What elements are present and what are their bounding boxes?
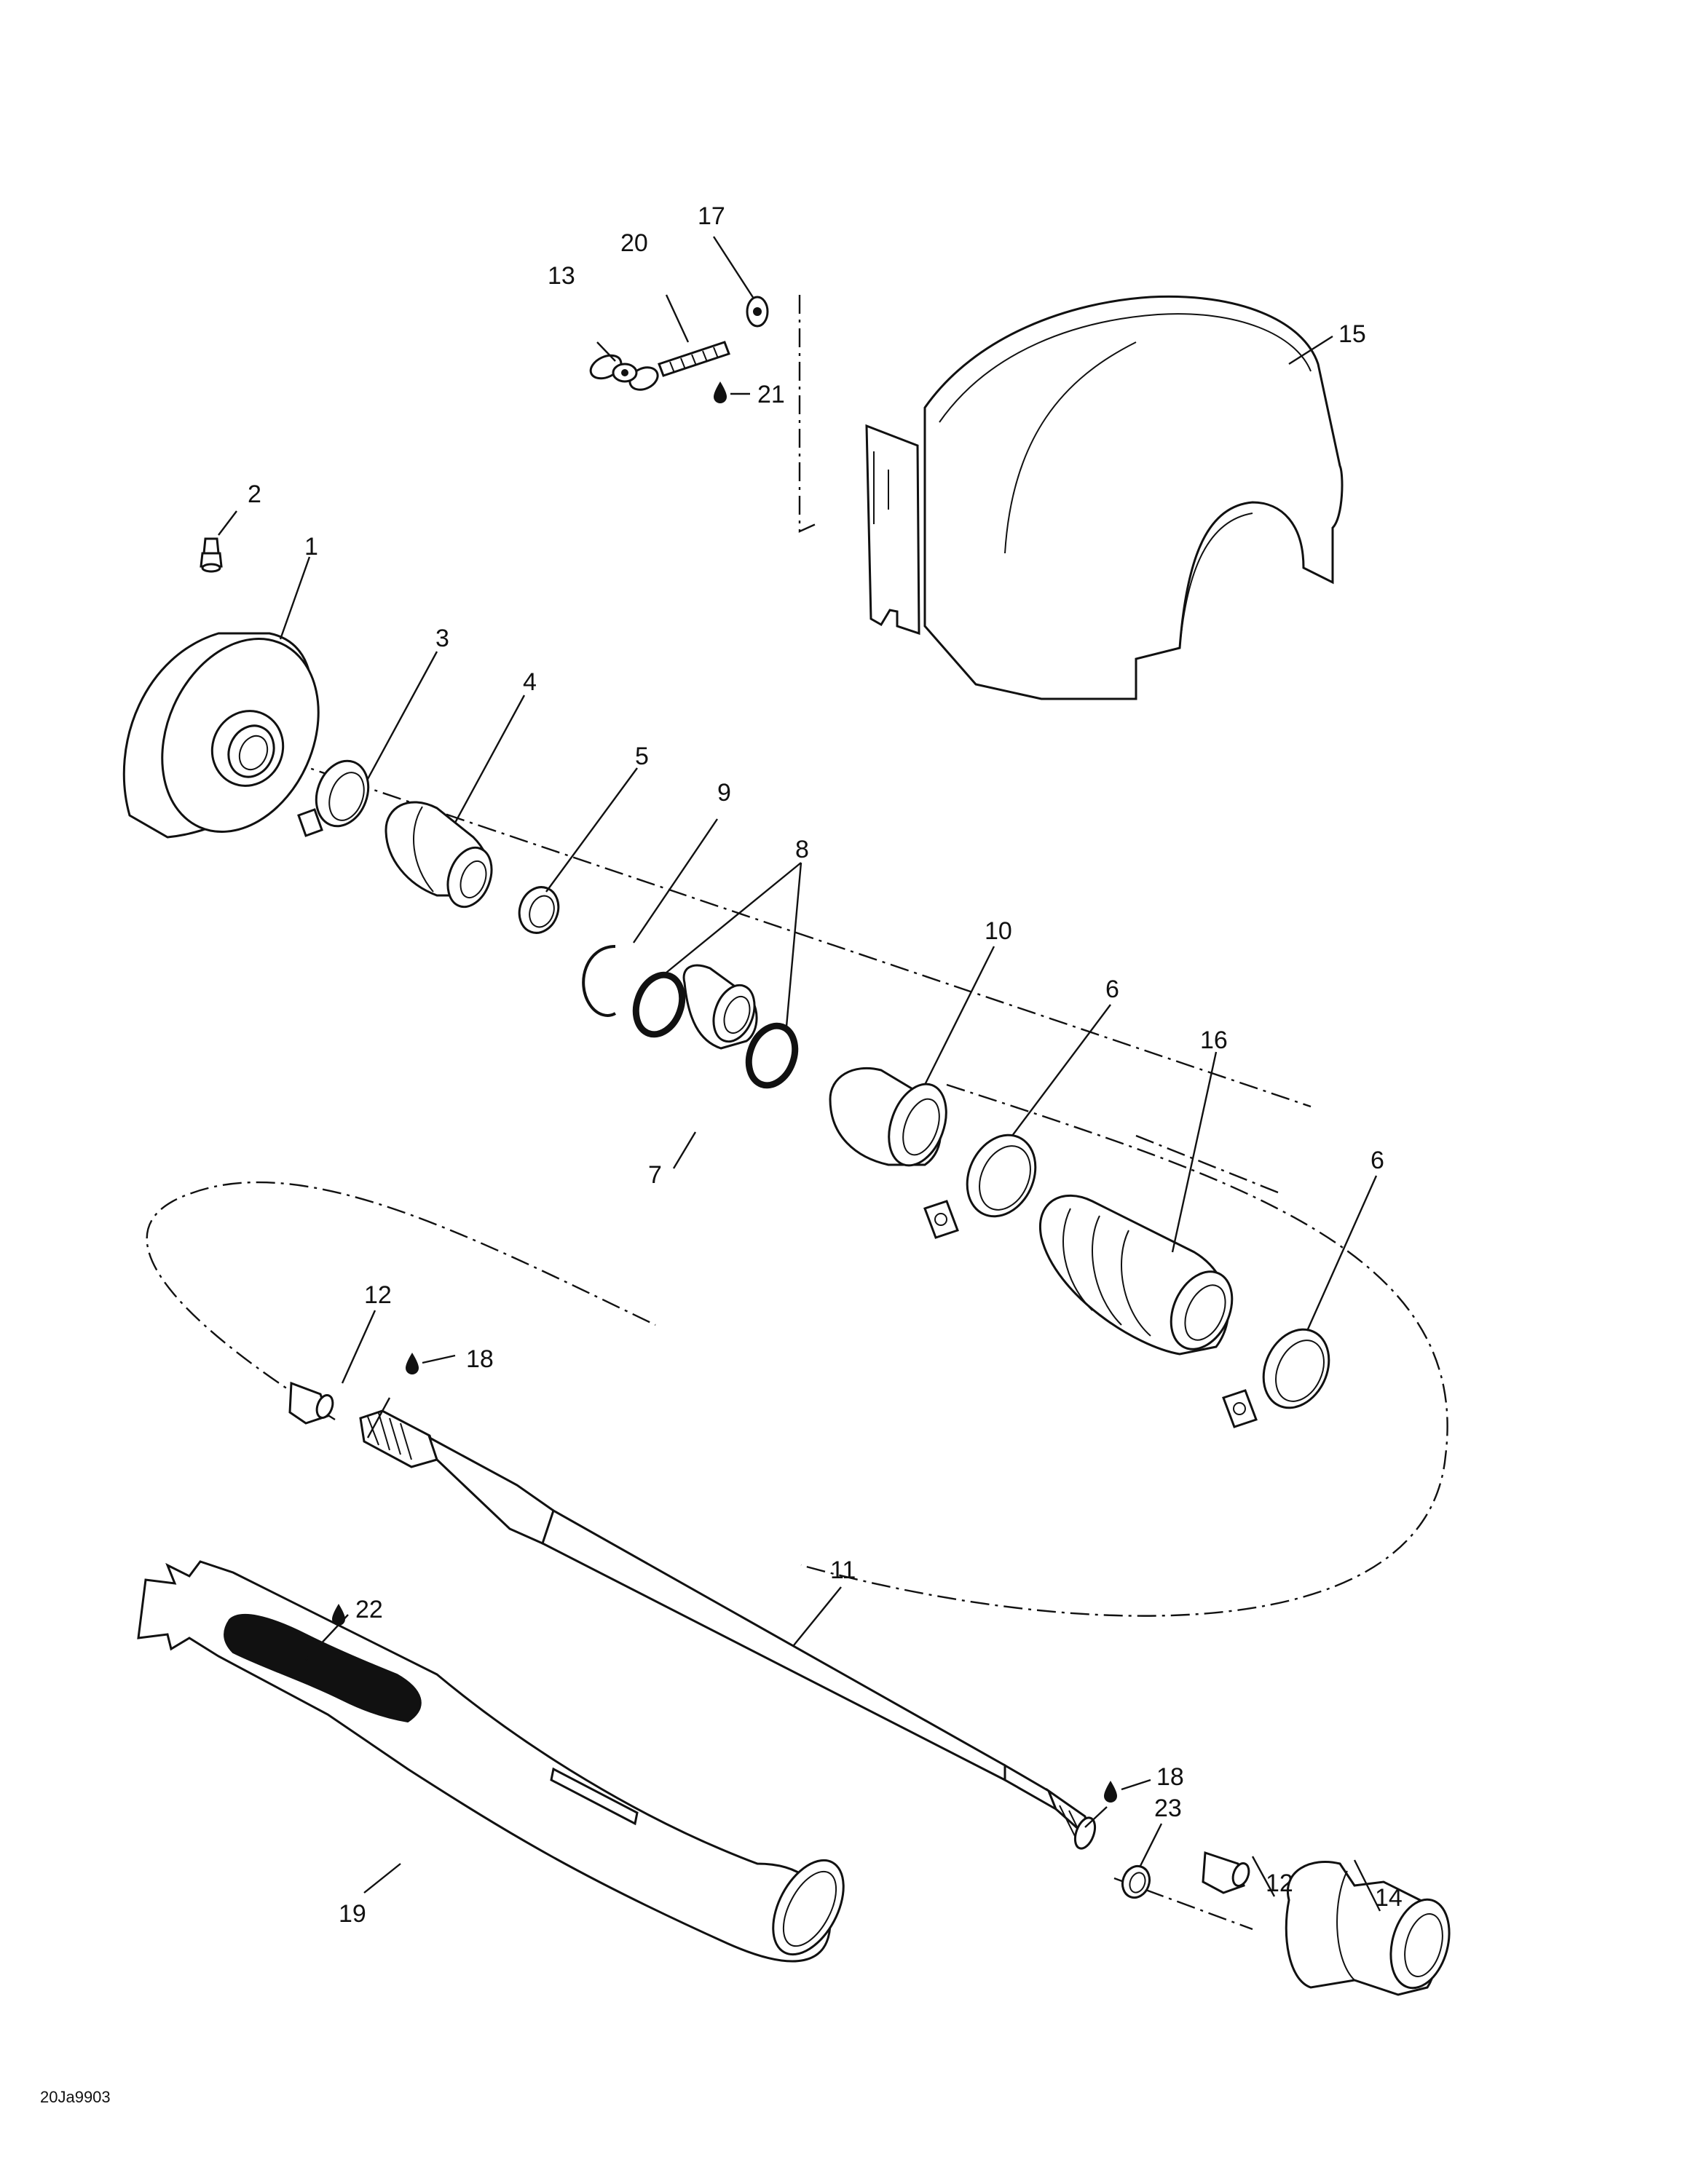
part-23-washer bbox=[1121, 1864, 1151, 1899]
label-part-11: 11 bbox=[830, 1556, 856, 1584]
part-1-drive-drum bbox=[122, 632, 320, 839]
part-14-bearing-housing bbox=[1285, 1860, 1451, 1996]
label-part-4: 4 bbox=[523, 668, 537, 696]
label-part-23: 23 bbox=[1154, 1795, 1182, 1822]
label-part-12-upper: 12 bbox=[364, 1281, 392, 1309]
label-part-14: 14 bbox=[1375, 1884, 1403, 1912]
label-part-6-lower: 6 bbox=[1370, 1147, 1384, 1174]
drawing-code: 20Ja9903 bbox=[40, 2088, 111, 2106]
part-2-grease-fitting bbox=[200, 537, 223, 573]
label-part-8: 8 bbox=[795, 836, 809, 863]
label-part-18-lower: 18 bbox=[1156, 1763, 1184, 1791]
label-part-2: 2 bbox=[248, 480, 261, 508]
part-5-small-clamp bbox=[518, 886, 560, 934]
label-part-3: 3 bbox=[435, 625, 449, 652]
part-6-hose-clamp-lower bbox=[1222, 1328, 1330, 1428]
label-part-20: 20 bbox=[620, 229, 648, 257]
oil-drop-icon bbox=[331, 1604, 346, 1626]
part-20-stud bbox=[658, 341, 730, 377]
oil-drop-icon bbox=[405, 1353, 419, 1375]
label-part-13: 13 bbox=[548, 262, 575, 290]
label-part-7: 7 bbox=[648, 1161, 662, 1189]
label-part-15: 15 bbox=[1338, 320, 1366, 348]
label-part-22: 22 bbox=[355, 1596, 383, 1623]
label-part-21: 21 bbox=[757, 381, 785, 408]
part-12-plug-lower bbox=[1202, 1851, 1250, 1894]
label-part-12-lower: 12 bbox=[1266, 1870, 1293, 1897]
label-part-18-upper: 18 bbox=[466, 1345, 494, 1373]
part-7-bearing bbox=[682, 964, 758, 1050]
label-part-5: 5 bbox=[635, 743, 649, 770]
leader-lines bbox=[218, 236, 1381, 1912]
part-8-o-ring-upper bbox=[632, 971, 686, 1038]
part-11-drive-shaft bbox=[359, 1409, 1097, 1850]
label-part-9: 9 bbox=[717, 779, 731, 807]
part-9-circlip bbox=[582, 945, 617, 1017]
label-part-16: 16 bbox=[1200, 1026, 1228, 1054]
label-part-19: 19 bbox=[339, 1900, 366, 1928]
part-4-bushing bbox=[384, 801, 493, 909]
part-17-washer bbox=[746, 296, 769, 328]
part-10-sleeve bbox=[829, 1067, 947, 1167]
oil-drop-icon bbox=[1103, 1781, 1118, 1803]
part-19-shaft-tube bbox=[137, 1560, 845, 1963]
part-12-plug-upper bbox=[288, 1381, 334, 1425]
label-part-1: 1 bbox=[304, 533, 318, 561]
part-6-hose-clamp-upper bbox=[923, 1133, 1037, 1239]
part-3-clamp bbox=[297, 759, 370, 837]
part-labels: 2 1 3 4 5 9 8 10 6 16 6 7 12 18 11 22 18… bbox=[40, 202, 1403, 2106]
part-8-o-ring-lower bbox=[745, 1022, 799, 1089]
label-part-6-upper: 6 bbox=[1105, 976, 1119, 1003]
label-part-10: 10 bbox=[985, 917, 1012, 945]
part-15-drive-guard bbox=[865, 295, 1344, 700]
oil-drop-icon bbox=[713, 381, 727, 404]
part-13-wing-nut bbox=[589, 354, 659, 391]
label-part-17: 17 bbox=[698, 202, 725, 230]
part-16-bellows bbox=[1039, 1194, 1234, 1356]
